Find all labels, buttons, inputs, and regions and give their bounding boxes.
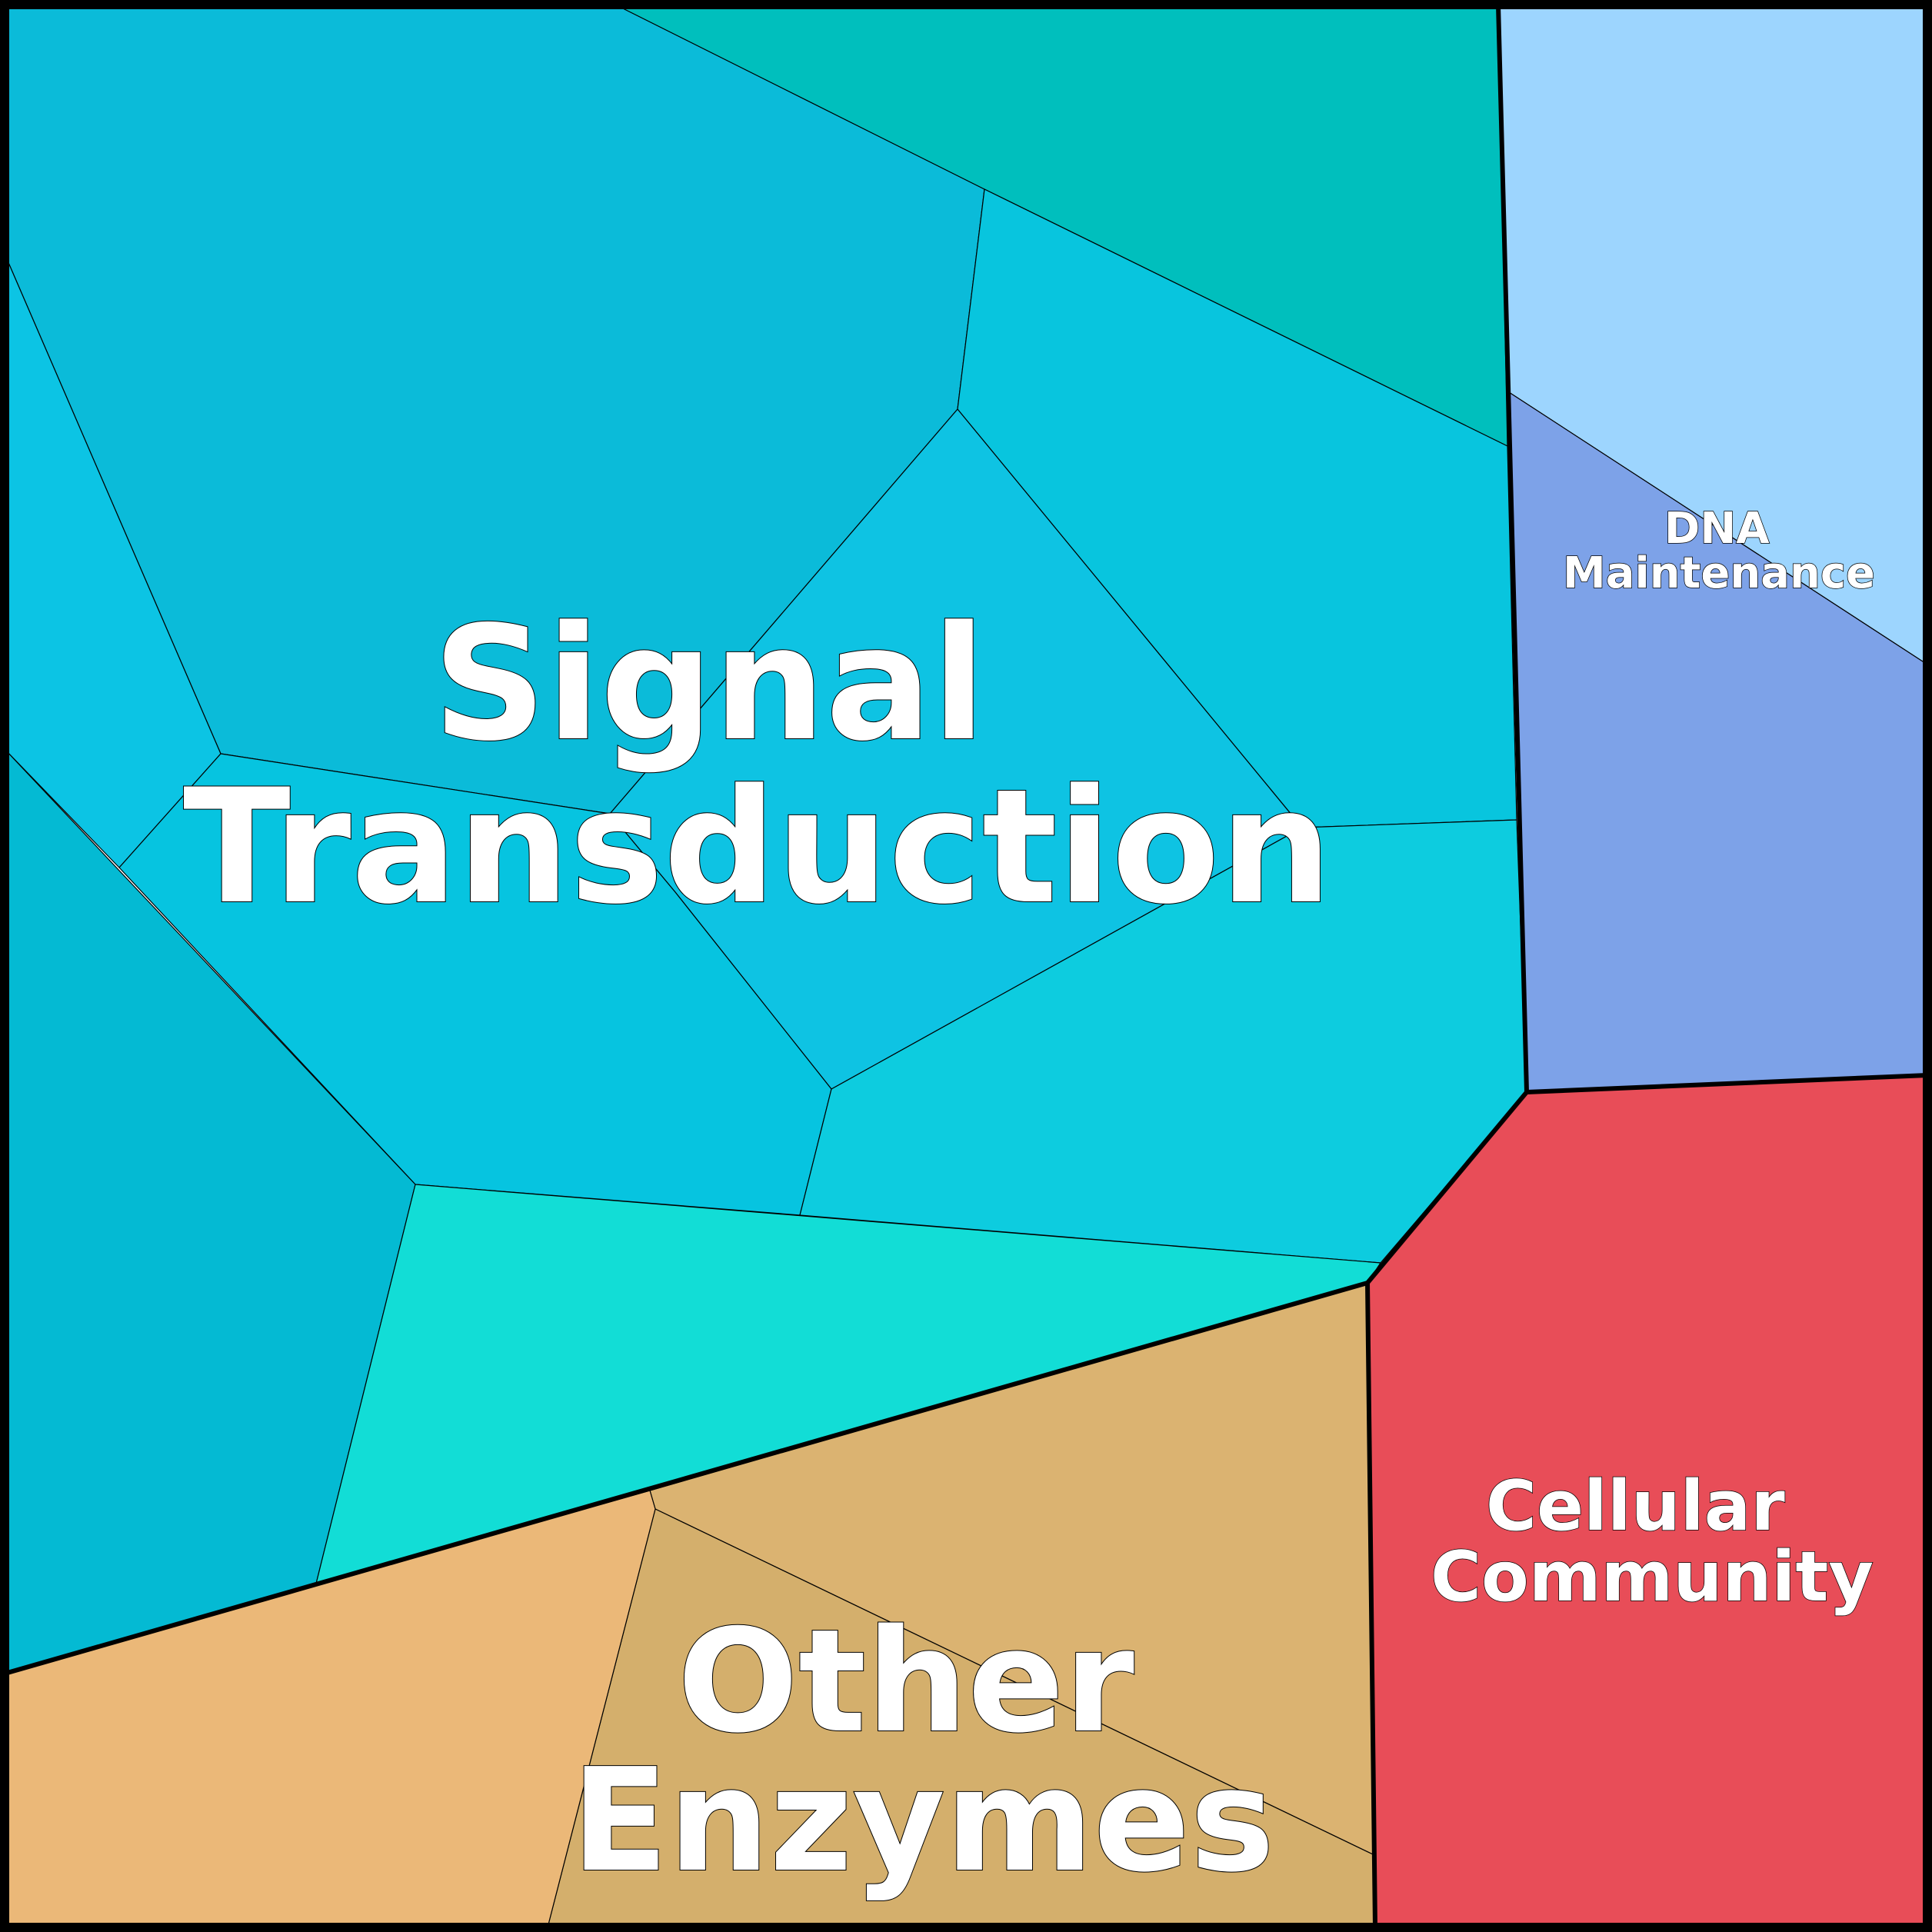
label-other-enzymes-line2: Enzymes — [571, 1737, 1275, 1904]
treemap-cells — [4, 4, 1928, 1928]
group-border-2 — [1526, 1073, 1928, 1094]
label-dna-maintenance-line1: DNA — [1664, 504, 1770, 554]
group-border-3 — [4, 1281, 1368, 1676]
label-signal-transduction-line1: Signal — [433, 593, 986, 776]
group-borders — [4, 4, 1928, 1928]
label-other-enzymes-line1: Other — [678, 1598, 1134, 1764]
label-cellular-community-line2: Community — [1431, 1537, 1874, 1617]
label-signal-transduction-line2: Transduction — [183, 756, 1332, 939]
label-cellular-community: Cellular Community — [1431, 1466, 1874, 1617]
label-dna-maintenance: DNA Maintenance — [1563, 504, 1875, 598]
group-border-1 — [1365, 4, 1529, 1928]
group-signal-transduction — [4, 4, 1527, 1674]
label-signal-transduction: Signal Transduction — [183, 593, 1332, 939]
group-other-enzymes — [4, 1282, 1376, 1928]
label-cellular-community-line1: Cellular — [1486, 1466, 1785, 1547]
label-dna-maintenance-line2: Maintenance — [1563, 548, 1875, 598]
label-other-enzymes: Other Enzymes — [571, 1598, 1275, 1904]
